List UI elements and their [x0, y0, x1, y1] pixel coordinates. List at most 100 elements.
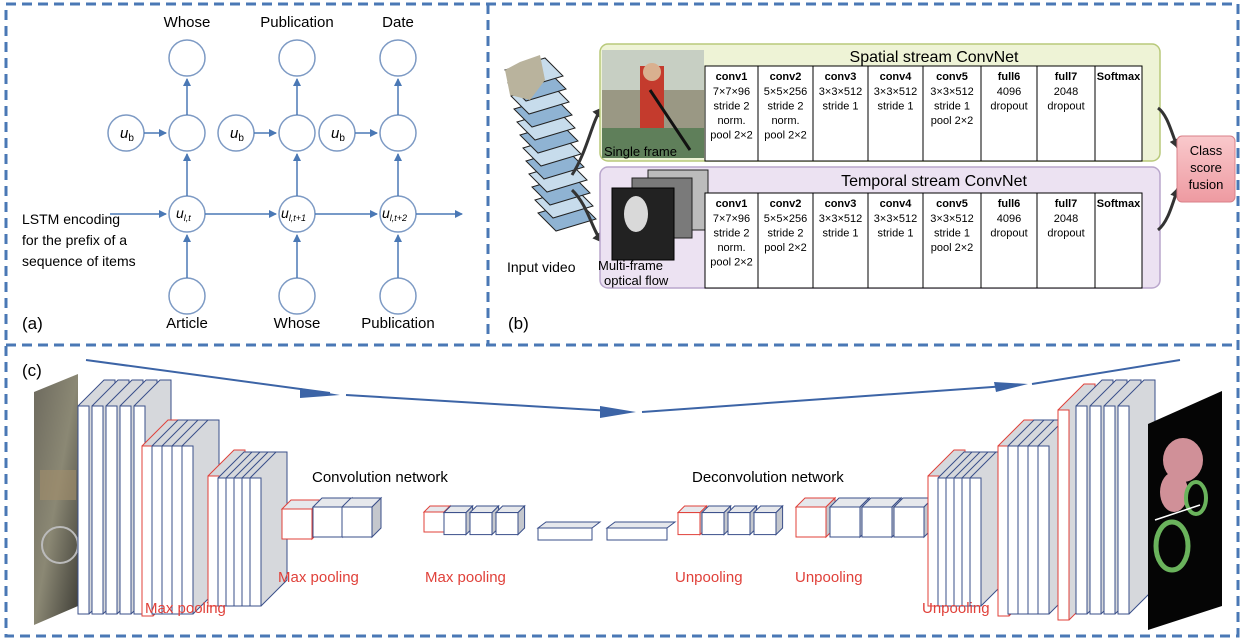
deconv-layer-face	[1007, 445, 1020, 615]
temporal-title: Temporal stream ConvNet	[841, 173, 1027, 190]
skip-arrow	[85, 359, 331, 394]
deconv-layer-face	[753, 512, 777, 536]
input-caption: sequence of items	[22, 253, 136, 269]
layer-param: pool 2×2	[764, 130, 807, 142]
layer-name: conv4	[880, 71, 913, 83]
unpool-layer-face	[927, 475, 940, 607]
layer-name: conv2	[770, 71, 802, 83]
layer-param: pool 2×2	[764, 242, 807, 254]
unpool-layer-face	[795, 506, 827, 538]
panel-c: (c) Convolution network Deconvolution ne…	[22, 359, 1222, 630]
panel-tag: (a)	[22, 314, 43, 333]
conv-layer-face	[119, 405, 132, 615]
max-pooling-label: Max pooling	[425, 569, 506, 586]
spatial-title: Spatial stream ConvNet	[850, 49, 1020, 66]
bottom-label: Publication	[361, 315, 434, 332]
optical-flow-frames	[611, 169, 709, 261]
layer-param: 4096	[997, 213, 1021, 225]
panel-a: Whose Publication Date ub ub ub	[22, 14, 463, 333]
layer-param: stride 2	[767, 101, 803, 113]
hidden-node	[278, 114, 316, 152]
deconv-layer-face	[861, 506, 893, 538]
conv-layer-face	[151, 445, 164, 615]
layer-param: pool 2×2	[710, 130, 753, 142]
fc-layer-face	[606, 527, 668, 541]
layer-param: 3×3×512	[874, 86, 917, 98]
lstm-label: ul,t	[176, 205, 191, 223]
fusion-label: Class	[1190, 143, 1223, 158]
bottom-label: Whose	[274, 315, 321, 332]
layer-cell	[757, 65, 814, 162]
layer-param: 7×7×96	[713, 213, 750, 225]
input-node	[278, 277, 316, 315]
skip-arrow	[1031, 359, 1181, 385]
layer-param: dropout	[990, 228, 1027, 240]
layer-cell	[867, 65, 924, 162]
conv-layer-face	[341, 506, 373, 538]
deconv-layer-face	[701, 512, 725, 536]
layer-param: norm.	[771, 115, 799, 127]
conv-layer-face	[312, 506, 344, 538]
layer-name: full6	[998, 198, 1021, 210]
deconv-layer-face	[969, 477, 982, 607]
panel-tag: (c)	[22, 361, 42, 380]
deconv-layer-face	[893, 506, 925, 538]
single-frame-photo	[602, 50, 704, 158]
unpool-layer-face	[1057, 409, 1070, 621]
layer-name: conv4	[880, 198, 913, 210]
pool-layer-face	[141, 445, 154, 617]
layer-name: conv1	[716, 71, 748, 83]
layer-name: conv3	[825, 198, 857, 210]
layer-name: Softmax	[1097, 71, 1141, 83]
single-frame-label: Single frame	[604, 144, 677, 159]
unpooling-label: Unpooling	[795, 569, 863, 586]
arrow-spatial-fusion	[1157, 106, 1180, 149]
layer-cell	[812, 192, 869, 289]
layer-name: conv5	[936, 198, 968, 210]
panel-borders	[4, 2, 1240, 638]
arrow-temporal-fusion	[1156, 187, 1180, 232]
deconv-layer-face	[1075, 405, 1088, 615]
conv-layer-face	[91, 405, 104, 615]
input-image	[34, 374, 79, 625]
layer-cell	[757, 192, 814, 289]
layer-cell	[980, 65, 1038, 162]
layer-param: 2048	[1054, 213, 1078, 225]
output-node	[278, 39, 316, 77]
deconv-layer-face	[1017, 445, 1030, 615]
layer-name: full7	[1055, 198, 1078, 210]
conv-layer-face	[495, 512, 519, 536]
hidden-node	[168, 114, 206, 152]
output-node	[379, 39, 417, 77]
layer-param: 2048	[1054, 86, 1078, 98]
layer-param: pool 2×2	[931, 115, 974, 127]
deconv-network-label: Deconvolution network	[692, 469, 844, 486]
input-caption: for the prefix of a	[22, 232, 127, 248]
layer-param: stride 1	[822, 101, 858, 113]
layer-param: stride 2	[767, 228, 803, 240]
optical-flow-label: optical flow	[604, 273, 669, 288]
hidden-node	[379, 114, 417, 152]
layer-param: 4096	[997, 86, 1021, 98]
video-top-frame	[505, 55, 545, 100]
layer-cell	[1094, 65, 1143, 162]
layer-name: conv2	[770, 198, 802, 210]
conv-layer-face	[249, 477, 262, 607]
lstm-label: ul,t+2	[382, 205, 407, 223]
skip-arrow	[641, 384, 1021, 413]
layer-param: stride 2	[713, 228, 749, 240]
deconv-layer-face	[727, 512, 751, 536]
input-video-stack	[504, 55, 597, 232]
layer-cell	[812, 65, 869, 162]
input-node	[168, 277, 206, 315]
layer-param: stride 1	[877, 228, 913, 240]
deconv-layer-face	[829, 506, 861, 538]
conv-network-label: Convolution network	[312, 469, 448, 486]
skip-arrow	[345, 394, 629, 413]
layer-param: stride 1	[822, 228, 858, 240]
output-segmentation	[1148, 391, 1222, 630]
unpooling-label: Unpooling	[675, 569, 743, 586]
max-pooling-label: Max pooling	[145, 600, 226, 617]
layer-cell	[867, 192, 924, 289]
